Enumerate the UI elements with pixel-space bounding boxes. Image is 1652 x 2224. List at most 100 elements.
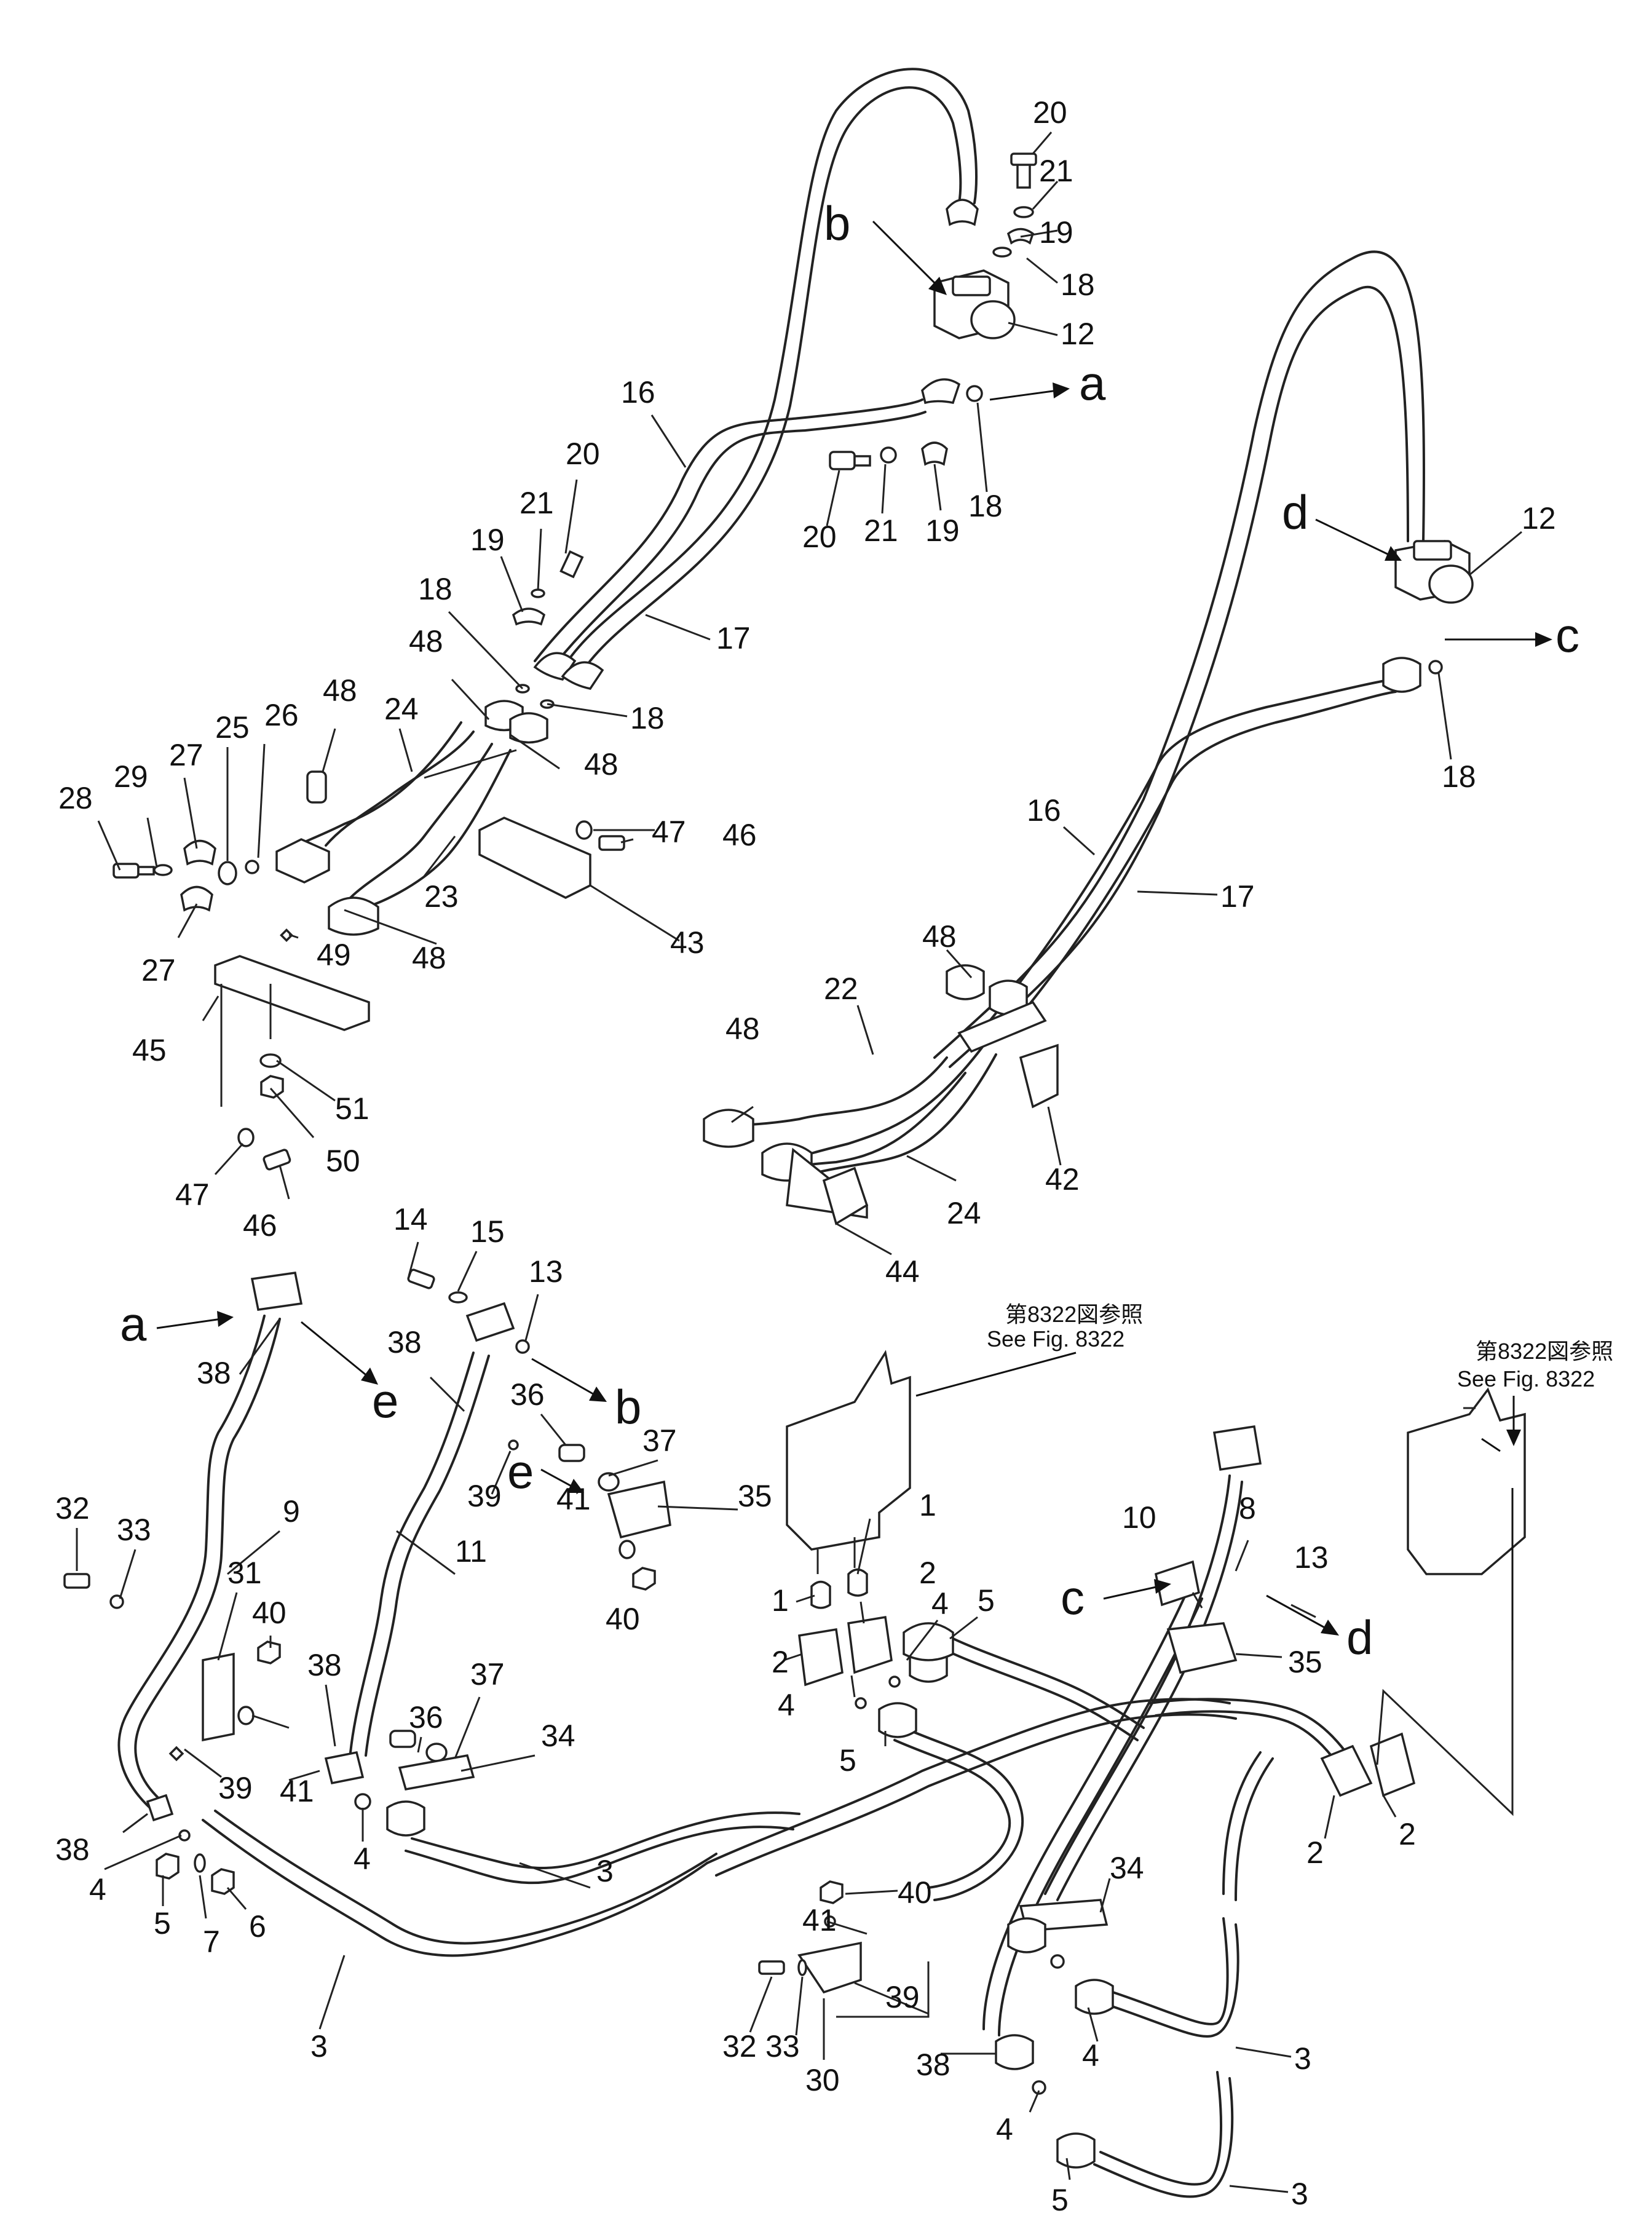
label-33: 33 xyxy=(117,1513,151,1547)
label-42: 42 xyxy=(1045,1162,1080,1197)
label-18: 18 xyxy=(630,701,665,735)
label-34: 34 xyxy=(1110,1851,1144,1885)
label-3: 3 xyxy=(1294,2041,1311,2076)
callout-letter-e: e xyxy=(372,1374,398,1428)
label-20: 20 xyxy=(566,437,600,471)
label-40: 40 xyxy=(898,1875,932,1910)
label-35: 35 xyxy=(1288,1645,1322,1679)
label-30: 30 xyxy=(805,2063,840,2097)
left-fittings-group xyxy=(113,770,379,942)
label-49: 49 xyxy=(317,938,351,972)
label-17: 17 xyxy=(1220,879,1255,914)
label-4: 4 xyxy=(354,1842,371,1876)
label-3: 3 xyxy=(310,2029,328,2064)
label-7: 7 xyxy=(203,1925,220,1959)
label-32: 32 xyxy=(55,1491,90,1526)
label-1: 1 xyxy=(772,1583,789,1618)
label-27: 27 xyxy=(169,738,204,772)
label-4: 4 xyxy=(1082,2038,1099,2073)
callout-letter-d: d xyxy=(1346,1610,1373,1664)
label-23: 23 xyxy=(424,879,459,914)
valve-block-12-upper xyxy=(933,269,1016,339)
label-38: 38 xyxy=(55,1832,90,1867)
reference-jp: 第8322図参照 xyxy=(1005,1302,1143,1327)
label-26: 26 xyxy=(264,698,299,732)
label-4: 4 xyxy=(778,1688,795,1722)
callout-letter-c: c xyxy=(1555,608,1579,662)
part-number-labels: 20 21 19 18 12 18 20 21 19 16 20 21 19 1… xyxy=(55,95,1556,2217)
callout-letter-e: e xyxy=(507,1444,534,1498)
label-24: 24 xyxy=(384,692,419,726)
label-18: 18 xyxy=(1442,759,1476,794)
label-22: 22 xyxy=(824,972,858,1006)
label-46: 46 xyxy=(243,1208,277,1243)
label-50: 50 xyxy=(326,1144,360,1178)
figure-references: 第8322図参照 See Fig. 8322 第8322図参照 See Fig.… xyxy=(987,1302,1613,1391)
label-2: 2 xyxy=(1399,1817,1416,1851)
label-2: 2 xyxy=(1306,1835,1324,1870)
label-13: 13 xyxy=(1294,1540,1329,1575)
label-48: 48 xyxy=(409,624,443,659)
label-4: 4 xyxy=(89,1872,106,1907)
label-37: 37 xyxy=(642,1423,677,1458)
label-39: 39 xyxy=(467,1479,502,1513)
label-37: 37 xyxy=(470,1657,505,1692)
label-6: 6 xyxy=(249,1909,266,1944)
label-29: 29 xyxy=(114,759,148,794)
label-36: 36 xyxy=(409,1700,443,1735)
label-48: 48 xyxy=(725,1011,760,1046)
valve-block-12-right xyxy=(1394,540,1474,604)
label-47: 47 xyxy=(652,815,686,849)
label-12: 12 xyxy=(1522,501,1556,536)
label-31: 31 xyxy=(227,1556,262,1590)
label-41: 41 xyxy=(556,1482,591,1516)
label-41: 41 xyxy=(280,1774,314,1808)
label-21: 21 xyxy=(1039,154,1073,188)
label-19: 19 xyxy=(1039,215,1073,250)
label-4: 4 xyxy=(931,1586,949,1621)
label-45: 45 xyxy=(132,1033,167,1067)
label-17: 17 xyxy=(716,621,751,655)
reference-en: See Fig. 8322 xyxy=(1457,1366,1595,1391)
label-15: 15 xyxy=(470,1214,505,1249)
label-38: 38 xyxy=(387,1325,422,1359)
label-2: 2 xyxy=(772,1645,789,1679)
label-48: 48 xyxy=(584,747,619,782)
label-38: 38 xyxy=(916,2048,950,2082)
label-28: 28 xyxy=(58,781,93,815)
label-9: 9 xyxy=(283,1494,300,1529)
label-46: 46 xyxy=(722,818,757,852)
label-16: 16 xyxy=(621,375,655,410)
label-24: 24 xyxy=(947,1196,981,1230)
callout-letter-c: c xyxy=(1061,1570,1085,1624)
upper-right-hose-assembly xyxy=(718,250,1426,1179)
label-18: 18 xyxy=(418,572,453,606)
label-18: 18 xyxy=(1061,267,1095,302)
label-48: 48 xyxy=(323,673,357,708)
callout-arrows xyxy=(156,220,1552,1636)
control-valve-right xyxy=(1407,1387,1526,1575)
label-21: 21 xyxy=(520,486,554,520)
letter-callouts: b a d c a e b e c d xyxy=(120,196,1579,1664)
label-47: 47 xyxy=(175,1177,210,1212)
label-11: 11 xyxy=(455,1534,487,1569)
callout-letter-a: a xyxy=(1079,356,1106,410)
label-5: 5 xyxy=(978,1583,995,1618)
label-40: 40 xyxy=(252,1596,287,1630)
label-35: 35 xyxy=(738,1479,772,1513)
label-20: 20 xyxy=(802,520,837,554)
pipe-9 xyxy=(117,1272,303,1822)
label-34: 34 xyxy=(541,1719,575,1753)
label-36: 36 xyxy=(510,1377,545,1412)
label-43: 43 xyxy=(670,925,705,960)
leader-lines xyxy=(76,132,1522,2193)
label-5: 5 xyxy=(154,1906,171,1941)
label-38: 38 xyxy=(307,1648,342,1682)
callout-letter-b: b xyxy=(824,196,850,250)
label-33: 33 xyxy=(765,2029,800,2064)
label-19: 19 xyxy=(470,523,505,557)
label-32: 32 xyxy=(722,2029,757,2064)
label-39: 39 xyxy=(218,1771,253,1805)
label-8: 8 xyxy=(1239,1491,1256,1526)
